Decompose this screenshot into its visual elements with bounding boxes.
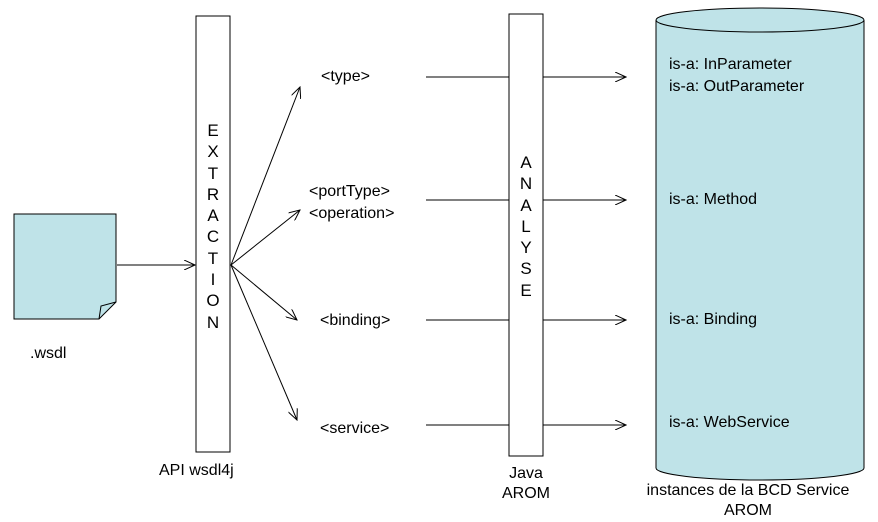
element-type: <type>	[321, 68, 370, 85]
extraction-caption: API wsdl4j	[159, 462, 234, 479]
vertical-letter: O	[206, 291, 220, 311]
instance-binding: is-a: Binding	[669, 311, 758, 328]
vertical-letter: I	[210, 270, 216, 290]
vertical-letter: T	[207, 248, 219, 268]
vertical-letter: C	[206, 227, 220, 247]
arrow-extraction-to-service	[230, 264, 297, 420]
analyse-caption-line1: Java	[509, 465, 543, 482]
extraction-bar	[195, 15, 231, 453]
vertical-letter: A	[520, 153, 532, 172]
vertical-letter: R	[206, 184, 220, 204]
instance-outparameter: is-a: OutParameter	[669, 78, 805, 95]
arrow-extraction-to-porttype	[230, 210, 300, 266]
vertical-letter: N	[206, 312, 220, 332]
vertical-letter: E	[520, 280, 532, 300]
arrow-extraction-to-type	[230, 87, 300, 266]
element-service: <service>	[320, 420, 390, 437]
analyse-caption-line2: AROM	[502, 485, 550, 502]
vertical-letter: A	[520, 195, 532, 215]
arrow-extraction-to-binding	[230, 264, 297, 320]
vertical-letter: E	[207, 121, 219, 140]
database-cylinder	[655, 7, 865, 481]
vertical-letter: L	[521, 216, 531, 236]
analyse-bar	[508, 13, 544, 457]
vertical-letter: Y	[520, 238, 532, 258]
instance-method: is-a: Method	[669, 191, 758, 208]
database-caption-line2: AROM	[724, 502, 772, 519]
element-porttype: <portType>	[309, 183, 390, 200]
instance-webservice: is-a: WebService	[669, 414, 790, 431]
vertical-letter: S	[520, 259, 532, 279]
vertical-letter: X	[207, 142, 219, 162]
database-caption-line1: instances de la BCD Service	[646, 482, 850, 499]
vertical-letter: T	[207, 163, 219, 183]
wsdl-file-icon	[13, 213, 117, 320]
vertical-letter: N	[519, 174, 533, 194]
element-binding: <binding>	[320, 312, 391, 329]
instance-inparameter: is-a: InParameter	[669, 56, 792, 73]
element-operation: <operation>	[309, 205, 395, 222]
wsdl-label: .wsdl	[30, 345, 67, 362]
vertical-letter: A	[207, 206, 219, 226]
